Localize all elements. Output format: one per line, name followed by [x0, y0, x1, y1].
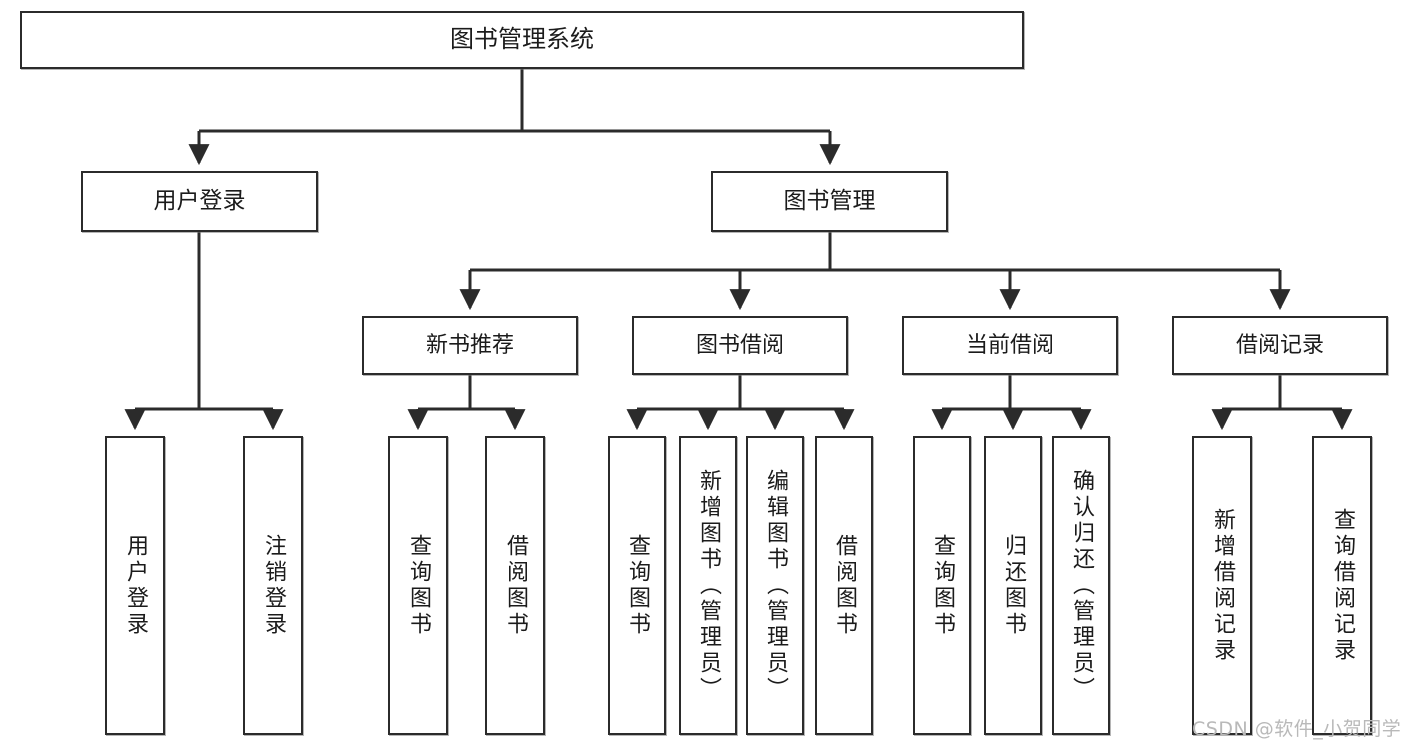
node-leaf-return-book-label: 归还图书 [1001, 533, 1026, 638]
node-leaf-user-logout-label: 注销登录 [261, 533, 286, 638]
node-leaf-query-book-3-label: 查询图书 [930, 533, 955, 638]
node-leaf-add-book-label: 新增图书（管理员） [696, 468, 721, 703]
node-leaf-edit-book[interactable]: 编辑图书（管理员） [746, 436, 804, 735]
wires-book-manage-children [459, 232, 1291, 311]
node-leaf-borrow-book-1[interactable]: 借阅图书 [485, 436, 545, 735]
node-user-login[interactable]: 用户登录 [81, 171, 318, 232]
node-leaf-user-logout[interactable]: 注销登录 [243, 436, 303, 735]
node-leaf-borrow-book-2[interactable]: 借阅图书 [815, 436, 873, 735]
csdn-watermark: CSDN @软件_小贺同学 [1192, 718, 1402, 740]
node-leaf-query-record[interactable]: 查询借阅记录 [1312, 436, 1372, 735]
wires-book-borrow-children [626, 375, 855, 431]
node-leaf-borrow-book-1-label: 借阅图书 [503, 533, 528, 638]
wires-new-book-rec-children [407, 375, 526, 431]
node-current-borrow-label: 当前借阅 [965, 332, 1054, 358]
node-book-manage-label: 图书管理 [783, 188, 876, 215]
node-leaf-edit-book-label: 编辑图书（管理员） [763, 468, 788, 703]
node-leaf-add-book[interactable]: 新增图书（管理员） [679, 436, 737, 735]
node-leaf-confirm-return-label: 确认归还（管理员） [1069, 468, 1094, 703]
node-book-borrow-label: 图书借阅 [695, 332, 784, 358]
wires-root-level2 [188, 69, 841, 166]
node-leaf-query-book-1-label: 查询图书 [406, 533, 431, 638]
wires-user-login-children [124, 232, 284, 431]
node-leaf-query-book-2[interactable]: 查询图书 [608, 436, 666, 735]
node-new-book-rec[interactable]: 新书推荐 [362, 316, 578, 375]
wires-borrow-record-children [1211, 375, 1353, 431]
node-new-book-rec-label: 新书推荐 [425, 332, 514, 358]
node-book-borrow[interactable]: 图书借阅 [632, 316, 848, 375]
wires-current-borrow-children [931, 375, 1092, 431]
node-current-borrow[interactable]: 当前借阅 [902, 316, 1118, 375]
node-leaf-query-book-3[interactable]: 查询图书 [913, 436, 971, 735]
node-borrow-record-label: 借阅记录 [1235, 332, 1324, 358]
node-leaf-query-book-2-label: 查询图书 [625, 533, 650, 638]
node-leaf-borrow-book-2-label: 借阅图书 [832, 533, 857, 638]
node-leaf-confirm-return[interactable]: 确认归还（管理员） [1052, 436, 1110, 735]
node-borrow-record[interactable]: 借阅记录 [1172, 316, 1388, 375]
node-root[interactable]: 图书管理系统 [20, 11, 1024, 69]
node-leaf-return-book[interactable]: 归还图书 [984, 436, 1042, 735]
node-leaf-user-login-label: 用户登录 [123, 533, 148, 638]
node-leaf-query-book-1[interactable]: 查询图书 [388, 436, 448, 735]
node-leaf-add-record[interactable]: 新增借阅记录 [1192, 436, 1252, 735]
node-leaf-user-login[interactable]: 用户登录 [105, 436, 165, 735]
node-leaf-add-record-label: 新增借阅记录 [1210, 507, 1235, 664]
node-root-label: 图书管理系统 [450, 25, 594, 54]
node-leaf-query-record-label: 查询借阅记录 [1330, 507, 1355, 664]
node-book-manage[interactable]: 图书管理 [711, 171, 948, 232]
node-user-login-label: 用户登录 [153, 188, 246, 215]
